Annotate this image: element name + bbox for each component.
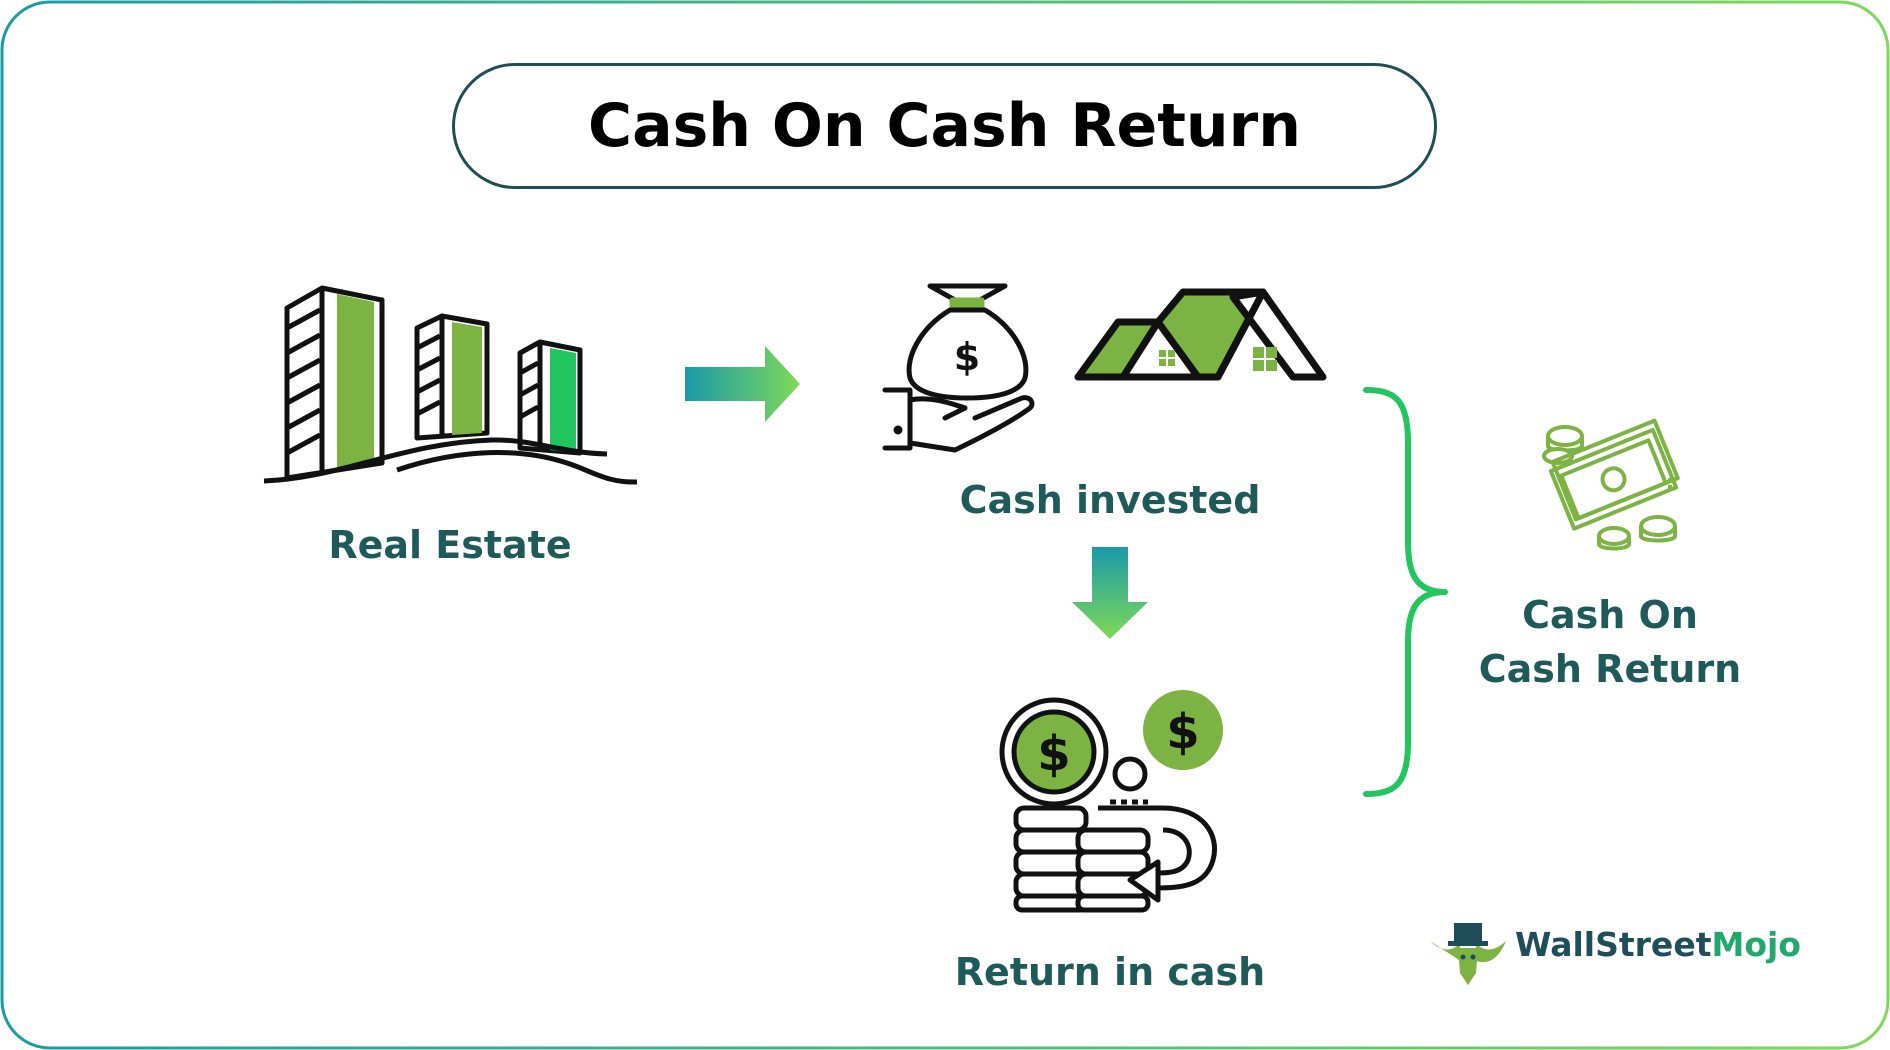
result-label: Cash On Cash Return bbox=[1450, 588, 1770, 696]
result-label-line2: Cash Return bbox=[1478, 647, 1742, 691]
real-estate-label: Real Estate bbox=[328, 523, 572, 567]
brand-part1: WallStreet bbox=[1515, 925, 1712, 964]
money-bag-hand-icon: $ bbox=[882, 283, 1035, 453]
brand-part2: Mojo bbox=[1711, 925, 1801, 964]
curly-brace-icon bbox=[1363, 387, 1448, 797]
brand-wordmark: WallStreetMojo bbox=[1515, 925, 1801, 964]
wallstreetmojo-logo bbox=[1430, 923, 1506, 985]
page-title: Cash On Cash Return bbox=[588, 91, 1301, 161]
title-pill: Cash On Cash Return bbox=[452, 63, 1437, 189]
svg-text:$: $ bbox=[1037, 726, 1070, 782]
arrow-right-icon bbox=[685, 346, 800, 422]
money-bills-icon bbox=[1542, 418, 1680, 551]
arrow-down-icon bbox=[1072, 547, 1148, 639]
house-roof-icon bbox=[1074, 288, 1327, 381]
return-in-cash-label: Return in cash bbox=[954, 950, 1266, 994]
result-label-line1: Cash On bbox=[1522, 593, 1698, 637]
cash-invested-label: Cash invested bbox=[959, 478, 1261, 522]
buildings-icon bbox=[263, 285, 638, 485]
coin-stack-return-icon: $ $ bbox=[999, 690, 1223, 913]
svg-text:$: $ bbox=[954, 335, 980, 379]
svg-text:$: $ bbox=[1166, 704, 1199, 760]
